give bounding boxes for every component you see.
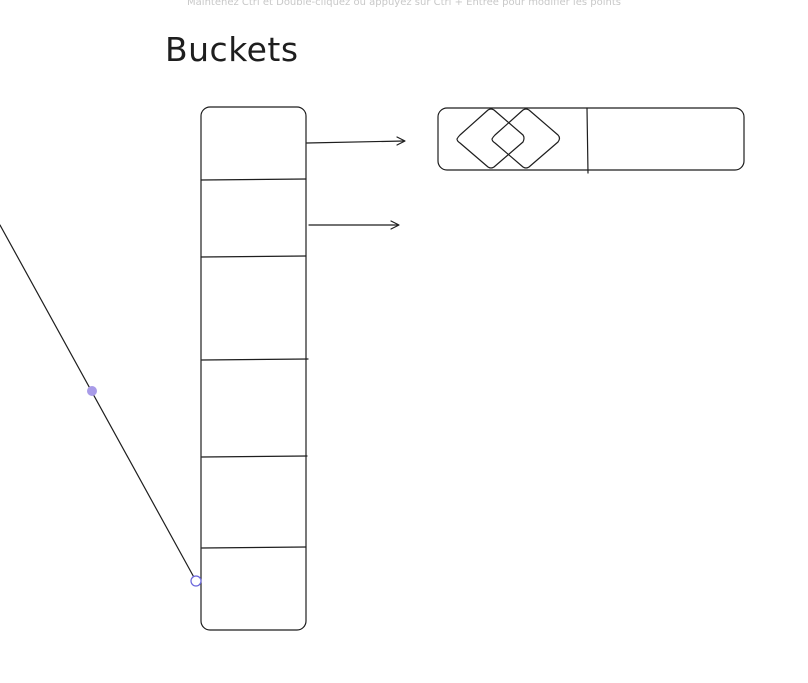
bucket-array-outline[interactable] — [200, 106, 307, 631]
arrow-bucket-1[interactable] — [306, 136, 406, 146]
arrow-bucket-2[interactable] — [308, 220, 400, 230]
diamond-shape[interactable] — [491, 108, 561, 169]
list-node-divider — [586, 107, 589, 174]
bucket-divider — [200, 255, 307, 258]
diamond-shape[interactable] — [456, 108, 525, 169]
bucket-array[interactable] — [200, 106, 309, 631]
bucket-divider — [200, 178, 307, 181]
bucket-divider — [201, 546, 307, 549]
line-endpoint-handle[interactable] — [190, 575, 202, 587]
edit-points-hint: Maintenez Ctrl et Double-cliquez ou appu… — [187, 0, 621, 8]
line-midpoint-handle[interactable] — [87, 386, 97, 396]
list-node-outline[interactable] — [437, 107, 745, 171]
selected-line[interactable] — [0, 224, 197, 582]
bucket-divider — [201, 455, 308, 458]
diagram-title[interactable]: Buckets — [165, 30, 299, 69]
list-node[interactable] — [437, 107, 745, 174]
bucket-divider — [201, 358, 309, 361]
